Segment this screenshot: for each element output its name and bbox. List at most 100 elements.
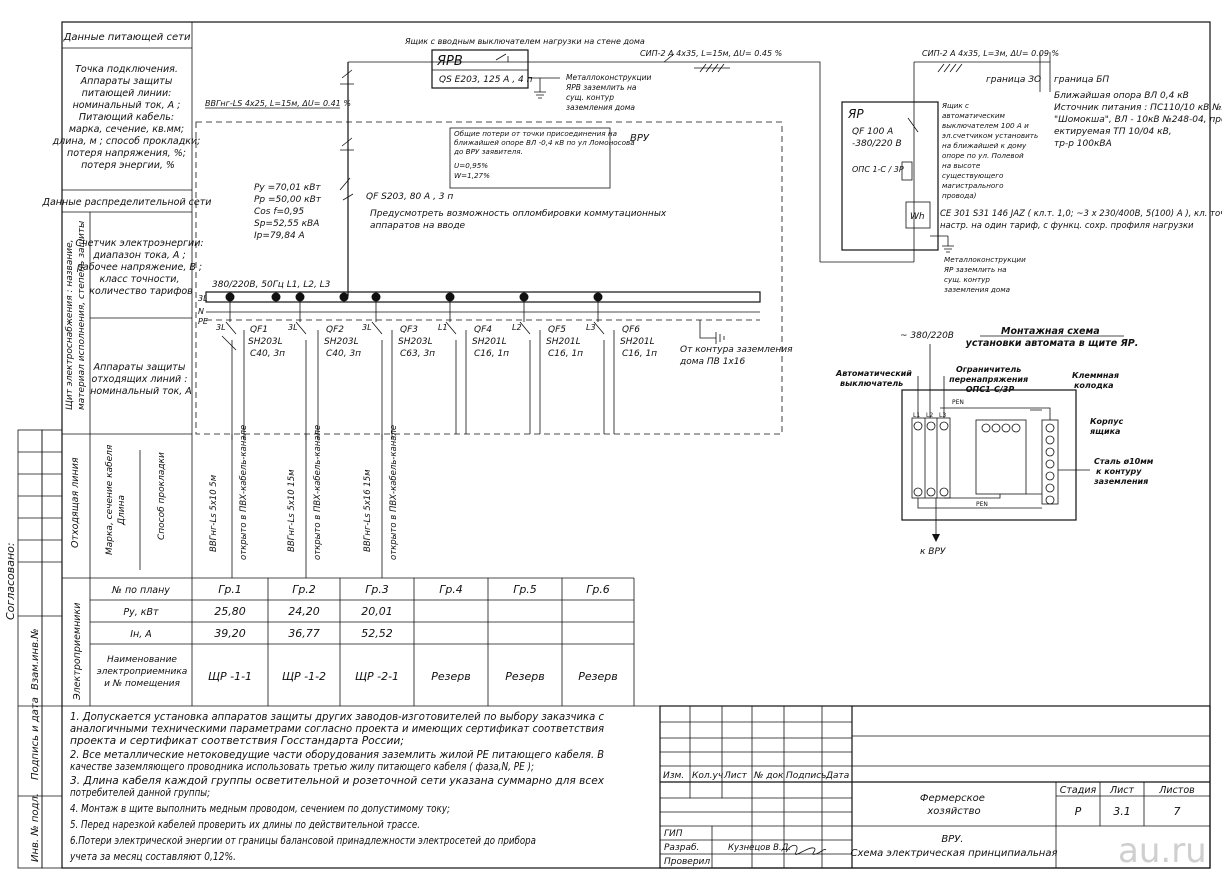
header-izm: Изм. [663,771,684,781]
title-block: Изм. Кол.уч Лист № док Подпись Дата ГИП … [659,705,1211,871]
developer-signature-icon [785,844,827,855]
bus-junction-dot [339,292,349,302]
breaker-qf6: L3 QF6 SH201L С16, 1п [586,302,657,434]
losses-box [449,127,611,189]
yar-ground-line: Металлоконструкции [944,255,1026,264]
terminal-screw [913,487,923,497]
qf-main-switch-icon [339,177,354,201]
sealing-note: Предусмотреть возможность опломбировки к… [370,209,669,231]
breaker-rating: С40, 3п [326,349,361,359]
qf-main-label: QF S203, 80 А , 3 п [366,192,453,202]
power-param-line: Ру =70,01 кВт [254,183,321,193]
yar-box-note-line: на ближайшей к дому [942,141,1027,150]
mounting-limiter-block [975,419,1027,495]
meter-spec-line: CE 301 S31 146 JAZ ( кл.т. 1,0; ~3 x 230… [940,209,1222,219]
terminal-screw [1045,423,1055,433]
yarv-ground-line: заземления дома [566,103,635,112]
yar-box-note-line: существующего [942,171,1004,180]
yar-box-note-line: провода) [942,191,977,200]
breaker-phase: 3L [288,323,298,332]
losses-line: Общие потери от точки присоединения на [454,129,617,138]
mounting-voltage: ~ 380/220В [900,331,954,341]
sip-main-ticks [694,63,730,73]
mounting-breaker-line: выключатель [840,379,903,388]
breaker-qf5: L2 QF5 SH201L С16, 1п [512,302,583,434]
power-param-line: Cos f=0,95 [254,207,304,217]
group-5-column: Гр.5 Резерв [505,583,544,683]
group-power: 25,80 [214,605,246,618]
inv-original-label: Инв. № подл. [30,793,41,862]
bus-junctions [225,292,603,302]
yar-box-note-line: на высоте [942,161,981,170]
yarv-ground-line: сущ. контур [566,93,614,102]
terminal-screw [939,487,949,497]
note-line: проекта и сертификат соответствия Госста… [70,735,404,747]
bus-junction-dot [295,292,305,302]
mounting-breaker-terminals [913,421,949,497]
mounting-case-line: Корпус [1090,417,1124,426]
power-param-line: Рр =50,00 кВт [254,195,322,205]
bus-3l-label: 3L [198,294,208,303]
supply-line: марка, сечение, кв.мм; [69,124,184,135]
yarv-title: ЯРВ [436,54,463,69]
sip-main-label: СИП-2 А 4x35, L=15м, ΔU= 0.45 % [640,49,782,58]
vru-enclosure [195,121,783,435]
yar-surge-icon [901,161,913,181]
dist-vertical-line: Щит электроснабжения : название, [65,239,75,410]
group-consumer: ЩР -1-1 [208,670,252,683]
feed-switch-2 [340,137,354,151]
yarv-box [431,49,529,89]
ground-loop-note: От контура заземления дома ПВ 1x16 [679,345,795,367]
breaker-switch-icon [519,302,541,434]
pole-info-line: тр-р 100кВА [1054,139,1112,149]
terminal-screw [926,487,936,497]
terminal-screw [981,423,991,433]
bus-junction-dot [371,292,381,302]
pole-info-line: Источник питания : ПС110/10 кВ №248 [1054,103,1222,113]
yar-meter-box [905,201,931,229]
main-busbar [205,291,761,303]
cable-1-brand: ВВГнг-Ls 5x10 5м [209,474,219,552]
mounting-steel-line: заземления [1093,477,1148,486]
yar-qf-line: QF 100 А [852,127,893,137]
losses-line: ближайшей опоре ВЛ -0,4 кВ по ул Ломонос… [454,138,635,147]
group-number: Гр.2 [292,583,316,596]
yar-box-note-line: опоре по ул. Полевой [942,151,1024,160]
yar-feed-line [820,62,915,263]
breaker-name: QF1 [250,325,268,335]
breaker-name: QF3 [400,325,418,335]
pole-info-line: "Шомокша", ВЛ - 10кВ №248-04, про- [1054,115,1222,125]
yar-title: ЯР [847,107,864,121]
yarv-ground-note: Металлоконструкции ЯРВ заземлить на сущ.… [565,73,654,112]
breaker-phase: 3L [216,323,226,332]
role-checker: Проверил [664,857,710,867]
breaker-phase: L1 [438,323,448,332]
header-kol: Кол.уч [692,771,723,781]
sip-main-breaker-icon [663,53,675,63]
power-params: Ру =70,01 кВт Рр =50,00 кВт Cos f=0,95 S… [254,183,324,241]
group-4-column: Гр.4 Резерв [431,583,470,683]
breaker-type: SH203L [248,337,283,347]
breaker-switch-icon [295,302,319,440]
bus-junction-dot [519,292,529,302]
sheets-header: Листов [1158,785,1195,796]
note-line: 1. Допускается установка аппаратов защит… [70,711,604,723]
mounting-terminal-block [1041,419,1059,505]
yar-box-note-line: выключателем 100 А и [942,121,1029,130]
group-1-column: Гр.1 25,80 39,20 ЩР -1-1 [208,583,252,683]
sip-main-line [348,61,821,262]
bus-junction-dot [271,292,281,302]
dist-vertical-label: Щит электроснабжения : название, материа… [65,221,87,410]
stage-header: Стадия [1060,785,1097,796]
cable-1-laying: открыто в ПВХ-кабель-канале [239,425,249,560]
sealing-line: Предусмотреть возможность опломбировки к… [370,209,667,219]
supply-line: потеря энергии, % [81,160,175,171]
mounting-title-line: Монтажная схема [1001,326,1100,337]
group-number: Гр.5 [513,583,537,596]
drawing-title: ВРУ. Схема электрическая принципиальная [851,834,1058,859]
yar-qf-line: -380/220 В [852,139,902,149]
note-line: качестве заземляющего проводника использ… [70,761,534,773]
consumer-table: № по плану Ру, кВт Iн, А Наименование эл… [62,577,660,707]
supply-line: потеря напряжения, %; [67,148,186,159]
header-sign: Подпись [786,771,826,781]
